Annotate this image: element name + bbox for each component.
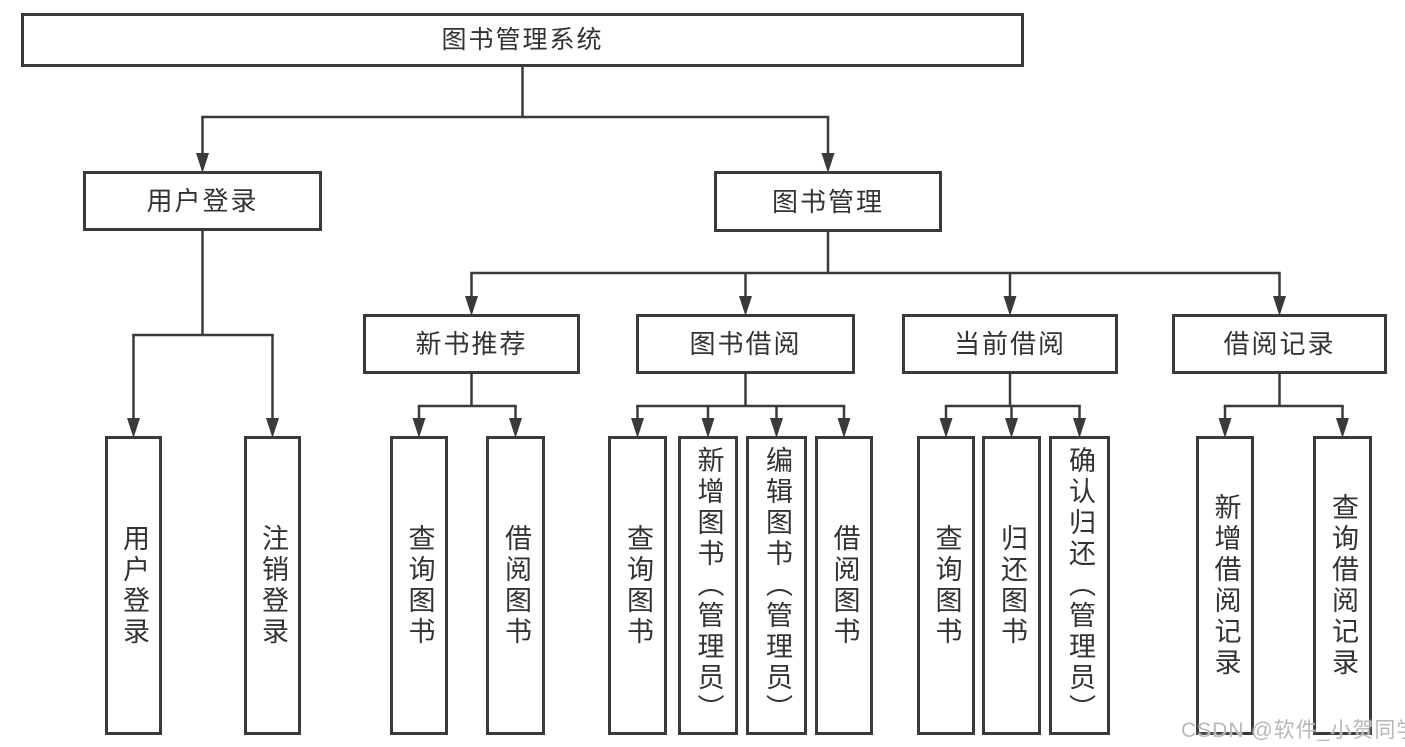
node-leaf-logout: 注销登录: [244, 436, 301, 735]
node-label: 当前借阅: [953, 329, 1066, 359]
node-label: 查询图书: [931, 523, 962, 648]
arrowhead-icon: [631, 418, 644, 438]
node-book-management: 图书管理: [714, 171, 942, 232]
connector-edge-book-management: [465, 230, 1286, 316]
node-br-query-record: 查询借阅记录: [1313, 436, 1372, 735]
arrowhead-icon: [739, 296, 752, 316]
connector-edge-book-borrow: [631, 372, 851, 438]
arrowhead-icon: [1336, 418, 1349, 438]
arrowhead-icon: [196, 153, 209, 173]
connector-edge-borrow-records: [1218, 372, 1349, 438]
node-leaf-user-login: 用户登录: [105, 436, 162, 735]
node-bb-edit-books: 编辑图书（管理员）: [746, 436, 807, 735]
node-label: 新书推荐: [415, 329, 528, 359]
node-label: 图书管理: [771, 186, 884, 217]
arrowhead-icon: [465, 296, 478, 316]
node-bb-add-books: 新增图书（管理员）: [678, 436, 738, 735]
connector-edge-user-login: [127, 229, 279, 438]
node-label: 借阅图书: [829, 523, 860, 648]
arrowhead-icon: [837, 418, 851, 438]
watermark: CSDN @软件_小贺同学: [1181, 719, 1405, 742]
arrowhead-icon: [1218, 418, 1232, 438]
node-root: 图书管理系统: [21, 13, 1024, 67]
node-label: 查询图书: [404, 523, 435, 648]
node-label: 用户登录: [146, 186, 259, 216]
node-label: 借阅图书: [501, 523, 531, 648]
connector-edge-current-borrow: [939, 372, 1086, 438]
node-label: 注销登录: [258, 523, 288, 648]
connector-edge-new-book-recommend: [412, 372, 522, 438]
node-label: 确认归还（管理员）: [1065, 446, 1095, 725]
node-new-book-recommend: 新书推荐: [363, 314, 580, 374]
node-br-add-record: 新增借阅记录: [1196, 436, 1254, 735]
connector-edge-root: [196, 65, 835, 173]
node-label: 图书管理系统: [441, 25, 604, 54]
node-current-borrow: 当前借阅: [902, 314, 1118, 374]
node-label: 用户登录: [119, 523, 149, 648]
node-borrow-records: 借阅记录: [1172, 314, 1387, 374]
node-label: 归还图书: [997, 523, 1027, 648]
node-label: 借阅记录: [1223, 329, 1336, 359]
arrowhead-icon: [1273, 296, 1286, 316]
node-label: 查询借阅记录: [1328, 492, 1358, 679]
arrowhead-icon: [1073, 418, 1086, 438]
node-bb-query-books: 查询图书: [608, 436, 667, 735]
node-label: 新增图书（管理员）: [693, 446, 724, 725]
node-bb-borrow-books: 借阅图书: [815, 436, 873, 735]
arrowhead-icon: [266, 418, 279, 438]
node-cb-query-books: 查询图书: [917, 436, 975, 735]
node-user-login: 用户登录: [83, 171, 322, 231]
arrowhead-icon: [509, 418, 522, 438]
node-nbr-query-books: 查询图书: [390, 436, 448, 735]
arrowhead-icon: [1003, 296, 1017, 316]
node-label: 编辑图书（管理员）: [762, 446, 792, 725]
node-label: 图书借阅: [689, 329, 802, 359]
arrowhead-icon: [821, 153, 835, 173]
arrowhead-icon: [939, 418, 953, 438]
node-nbr-borrow-books: 借阅图书: [486, 436, 545, 735]
arrowhead-icon: [412, 418, 426, 438]
arrowhead-icon: [701, 418, 715, 438]
node-cb-confirm-return: 确认归还（管理员）: [1049, 436, 1110, 735]
node-label: 查询图书: [623, 523, 653, 648]
node-cb-return-books: 归还图书: [982, 436, 1041, 735]
node-book-borrow: 图书借阅: [636, 314, 855, 374]
arrowhead-icon: [127, 418, 140, 438]
arrowhead-icon: [770, 418, 783, 438]
node-label: 新增借阅记录: [1210, 492, 1241, 679]
arrowhead-icon: [1005, 418, 1018, 438]
